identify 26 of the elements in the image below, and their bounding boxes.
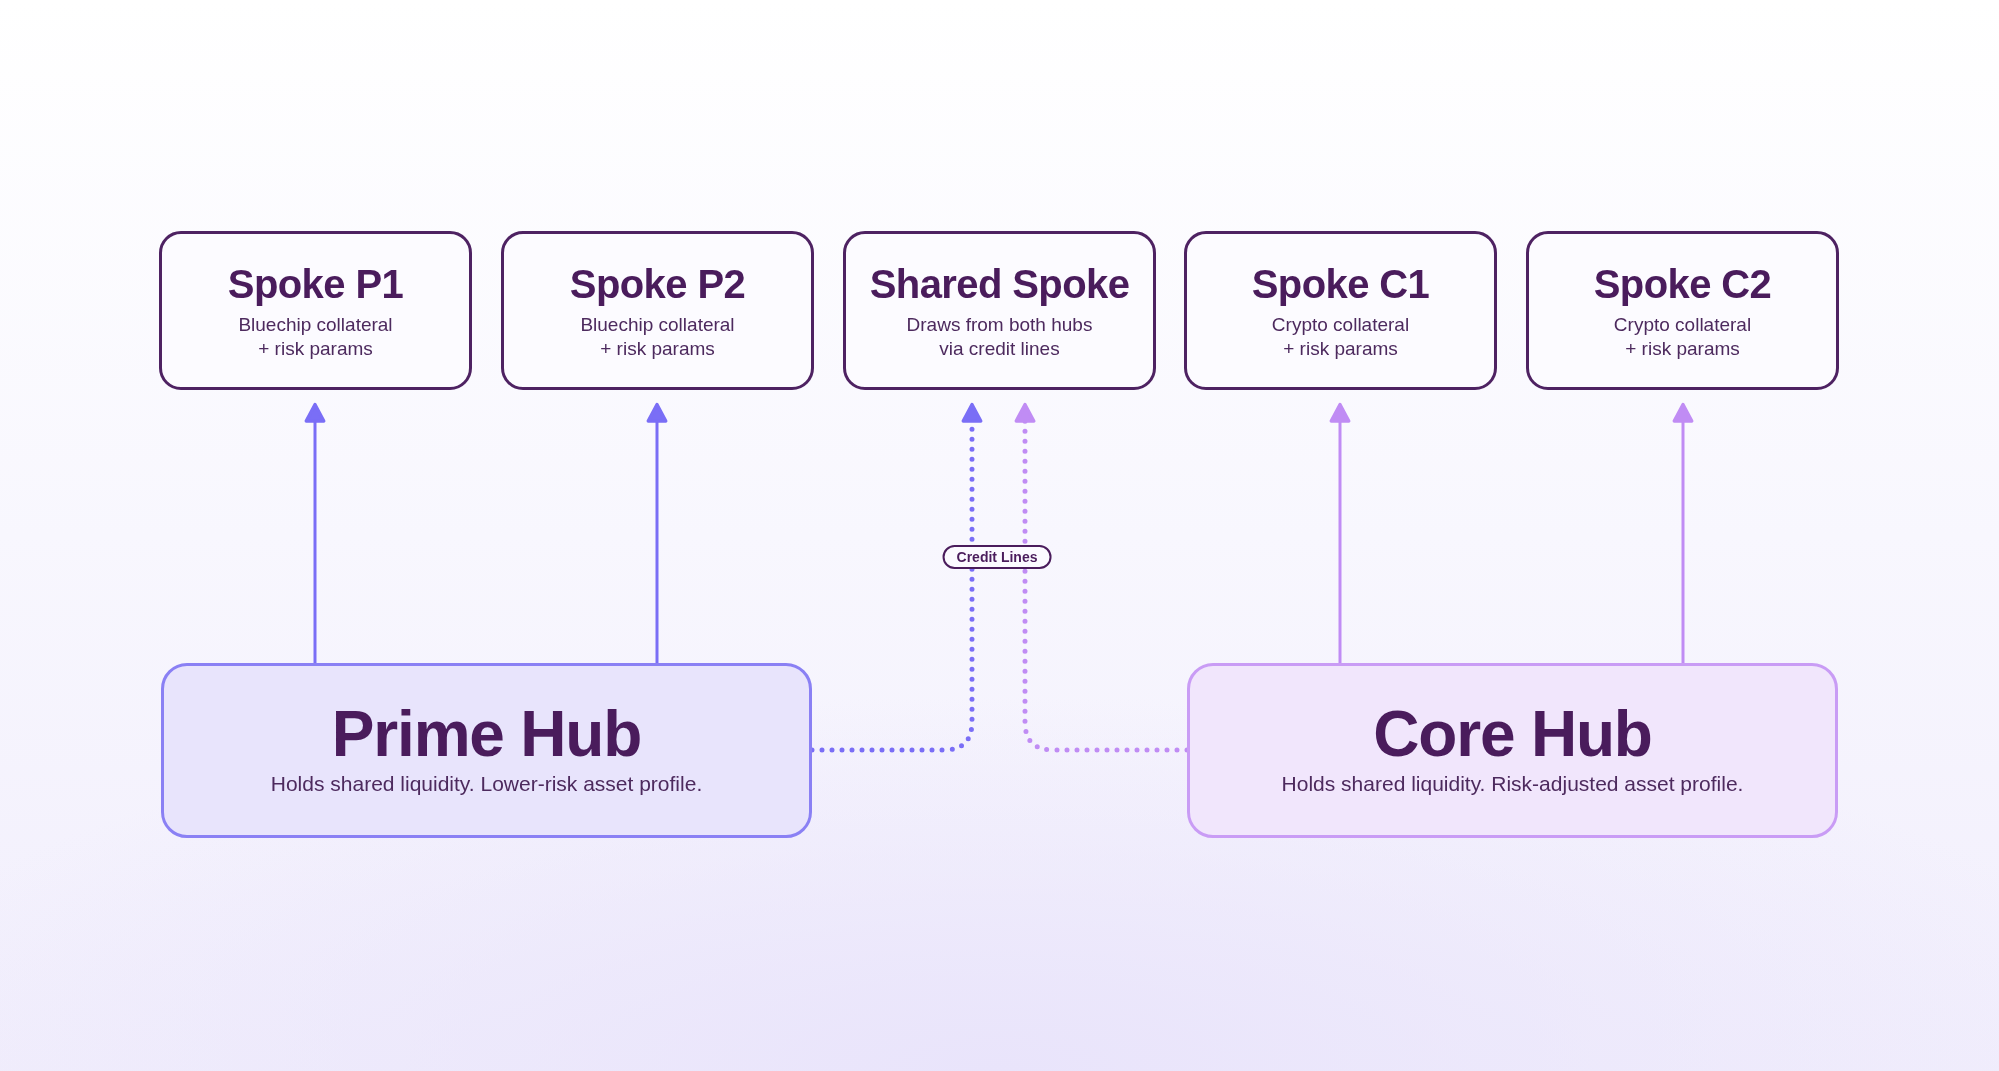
hub-box [1187, 663, 1838, 838]
hub-box [161, 663, 812, 838]
node-description: Draws from both hubs via credit lines [905, 313, 1094, 361]
spoke-box [1184, 231, 1497, 390]
node-description: Bluechip collateral + risk params [237, 313, 394, 361]
arrow [304, 402, 326, 663]
node-title: Spoke P1 [227, 261, 404, 308]
node-description: Bluechip collateral + risk params [579, 313, 736, 361]
node-title: Prime Hub [331, 698, 642, 770]
node-description: Holds shared liquidity. Lower-risk asset profile. [270, 771, 703, 797]
spoke-box [843, 231, 1156, 390]
spoke-box [1526, 231, 1839, 390]
node-description: Crypto collateral + risk params [1612, 313, 1753, 361]
arrow [1672, 402, 1694, 663]
node-title: Spoke P2 [569, 261, 746, 308]
node-description: Crypto collateral + risk params [1270, 313, 1411, 361]
spoke-box [501, 231, 814, 390]
node-title: Spoke C1 [1251, 261, 1430, 308]
node-description: Holds shared liquidity. Risk-adjusted asset profile. [1281, 771, 1744, 797]
node-title: Spoke C2 [1593, 261, 1772, 308]
node-title: Shared Spoke [869, 261, 1130, 308]
arrow [646, 402, 668, 663]
edge-label: Credit Lines [942, 545, 1052, 569]
node-title: Core Hub [1373, 698, 1652, 770]
arrow [1329, 402, 1351, 663]
spoke-box [159, 231, 472, 390]
